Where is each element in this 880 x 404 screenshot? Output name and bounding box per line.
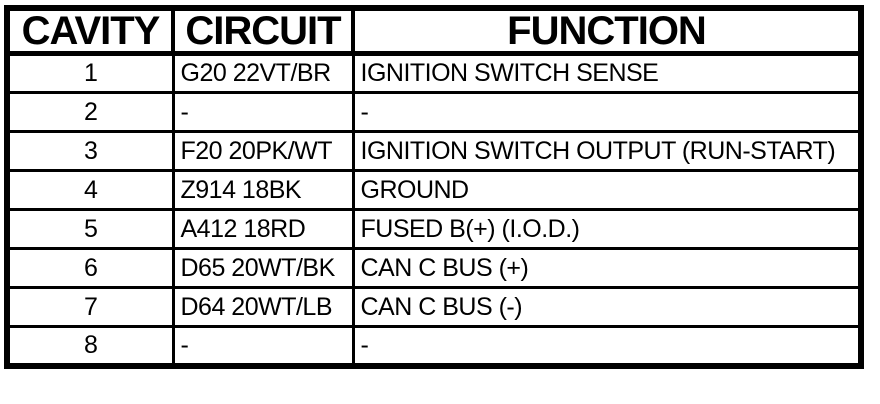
cavity-cell: 2 [5,91,175,133]
table-row: 7 D64 20WT/LB CAN C BUS (-) [5,286,863,328]
table-row: 8 - - [5,325,863,367]
table-row: 5 A412 18RD FUSED B(+) (I.O.D.) [5,208,863,250]
table-row: 6 D65 20WT/BK CAN C BUS (+) [5,247,863,289]
circuit-cell: - [171,325,355,367]
function-cell: CAN C BUS (+) [351,247,863,289]
function-cell: - [351,91,863,133]
cavity-cell: 5 [5,208,175,250]
header-cell-cavity: CAVITY [5,6,175,56]
function-cell: - [351,325,863,367]
table-row: 2 - - [5,91,863,133]
function-cell: IGNITION SWITCH SENSE [351,52,863,94]
circuit-cell: D64 20WT/LB [171,286,355,328]
cavity-cell: 7 [5,286,175,328]
header-row: CAVITY CIRCUIT FUNCTION [5,6,863,56]
cavity-cell: 1 [5,52,175,94]
connector-pinout-table: CAVITY CIRCUIT FUNCTION 1 G20 22VT/BR IG… [4,5,864,369]
circuit-cell: A412 18RD [171,208,355,250]
circuit-cell: - [171,91,355,133]
circuit-cell: F20 20PK/WT [171,130,355,172]
function-cell: IGNITION SWITCH OUTPUT (RUN-START) [351,130,863,172]
circuit-cell: G20 22VT/BR [171,52,355,94]
header-cell-function: FUNCTION [351,6,863,56]
table-row: 3 F20 20PK/WT IGNITION SWITCH OUTPUT (RU… [5,130,863,172]
cavity-cell: 8 [5,325,175,367]
circuit-cell: Z914 18BK [171,169,355,211]
function-cell: FUSED B(+) (I.O.D.) [351,208,863,250]
function-cell: GROUND [351,169,863,211]
function-cell: CAN C BUS (-) [351,286,863,328]
table-row: 4 Z914 18BK GROUND [5,169,863,211]
cavity-cell: 3 [5,130,175,172]
header-cell-circuit: CIRCUIT [171,6,355,56]
cavity-cell: 4 [5,169,175,211]
cavity-cell: 6 [5,247,175,289]
table-row: 1 G20 22VT/BR IGNITION SWITCH SENSE [5,52,863,94]
circuit-cell: D65 20WT/BK [171,247,355,289]
